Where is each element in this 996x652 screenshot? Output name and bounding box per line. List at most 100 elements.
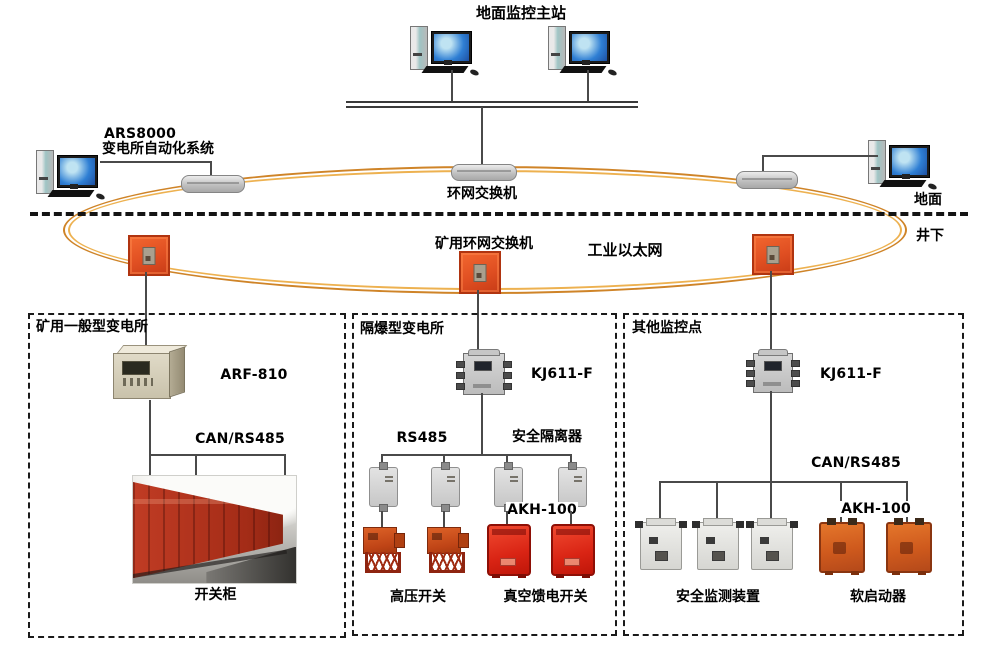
zone2-akh100-label: AKH-100 (506, 502, 578, 519)
mine-ring-switch-label: 矿用环网交换机 (435, 236, 533, 252)
hv-switch-icon (363, 527, 405, 573)
zone1-title: 矿用一般型变电所 (36, 319, 148, 335)
connector (145, 272, 147, 346)
vacuum-switch-label: 真空馈电开关 (503, 589, 588, 605)
kj611f-label: KJ611-F (530, 366, 594, 382)
kj611f-label: KJ611-F (819, 366, 883, 382)
safety-isolator-icon (494, 462, 523, 512)
safety-monitor-icon (692, 518, 744, 570)
zone2-bus-right-label: 安全隔离器 (512, 429, 582, 445)
zone3-bus-label: CAN/RS485 (811, 455, 901, 471)
connector (506, 511, 508, 525)
soft-starter-icon (819, 518, 865, 575)
pc-monitor-icon (57, 155, 98, 188)
zone1-field-bus (149, 454, 286, 456)
pc-tower-icon (36, 150, 54, 194)
connector (481, 393, 483, 455)
zone3-title: 其他监控点 (632, 320, 702, 336)
zone2-title: 隔爆型变电所 (360, 321, 444, 337)
connector (149, 400, 151, 455)
vacuum-feeder-switch-icon (487, 524, 531, 578)
pc-keyboard-icon (879, 180, 927, 187)
ring-switch-label: 环网交换机 (447, 186, 517, 202)
industrial-ethernet-label: 工业以太网 (587, 241, 663, 259)
kj611f-device-icon (746, 349, 800, 393)
mine-ring-switch-icon (128, 235, 170, 276)
connector (762, 155, 878, 157)
pc-monitor-icon (431, 31, 472, 64)
connector (770, 391, 772, 482)
workstation-icon (548, 24, 618, 80)
safety-isolator-icon (369, 462, 398, 512)
ars8000-label-line1: ARS8000 (103, 126, 177, 142)
pc-tower-icon (548, 26, 566, 70)
ring-switch-icon (451, 164, 517, 181)
ars8000-workstation-icon (36, 148, 106, 204)
soft-starter-icon (886, 518, 932, 575)
connector (381, 511, 383, 527)
hv-switch-icon (427, 527, 469, 573)
surface-label: 地面 (914, 192, 942, 208)
ars8000-label-line2: 变电所自动化系统 (102, 141, 214, 157)
pc-mouse-icon (607, 68, 618, 77)
connector (477, 290, 479, 353)
connector (149, 454, 151, 475)
mine-ring-switch-icon (459, 251, 501, 294)
pc-mouse-icon (469, 68, 480, 77)
kj611f-device-icon (456, 349, 512, 395)
zone2-bus-left-label: RS485 (396, 430, 448, 446)
switchgear-photo (132, 475, 297, 584)
connector (381, 454, 383, 466)
ring-switch-icon (736, 171, 798, 189)
pc-mouse-icon (95, 192, 106, 201)
zone1-bus-label: CAN/RS485 (195, 431, 285, 447)
connector (195, 454, 197, 475)
zone-general-substation (28, 313, 346, 638)
arf810-buttons (123, 378, 153, 386)
pc-mouse-icon (927, 182, 938, 191)
connector (716, 481, 718, 523)
workstation-icon (410, 24, 480, 80)
main-station-title: 地面监控主站 (475, 4, 566, 22)
connector (506, 454, 508, 466)
pc-keyboard-icon (47, 190, 95, 197)
connector (570, 511, 572, 525)
connector (443, 511, 445, 527)
zone-explosion-proof-substation (352, 313, 617, 636)
arf810-device-icon (113, 345, 188, 399)
safety-isolator-icon (431, 462, 460, 512)
safety-monitor-icon (635, 518, 687, 570)
arf810-display (122, 361, 150, 375)
mine-ring-switch-icon (752, 234, 794, 275)
zone3-field-bus (659, 481, 908, 483)
safety-isolator-icon (558, 462, 587, 512)
pc-keyboard-icon (559, 66, 607, 73)
connector (443, 454, 445, 466)
connector (284, 454, 286, 475)
connector (451, 70, 453, 104)
underground-label: 井下 (916, 228, 944, 244)
safety-monitor-label: 安全监测装置 (676, 589, 760, 605)
surface-lan-bus (346, 101, 638, 108)
surface-underground-divider (30, 212, 968, 216)
soft-starter-label: 软启动器 (850, 589, 906, 605)
zone2-field-bus (381, 454, 572, 456)
connector (762, 155, 764, 173)
ring-switch-icon (181, 175, 245, 193)
zone-other-points (623, 313, 964, 636)
zone3-akh100-label: AKH-100 (840, 501, 912, 518)
pc-tower-icon (410, 26, 428, 70)
connector (100, 161, 212, 163)
connector (770, 271, 772, 353)
switchgear-label: 开关柜 (194, 587, 237, 603)
hv-switch-label: 高压开关 (390, 589, 446, 605)
connector (659, 481, 661, 523)
connector (481, 107, 483, 166)
connector (570, 454, 572, 466)
connector (587, 70, 589, 104)
connector (210, 161, 212, 177)
safety-monitor-icon (746, 518, 798, 570)
pc-tower-icon (868, 140, 886, 184)
vacuum-feeder-switch-icon (551, 524, 595, 578)
